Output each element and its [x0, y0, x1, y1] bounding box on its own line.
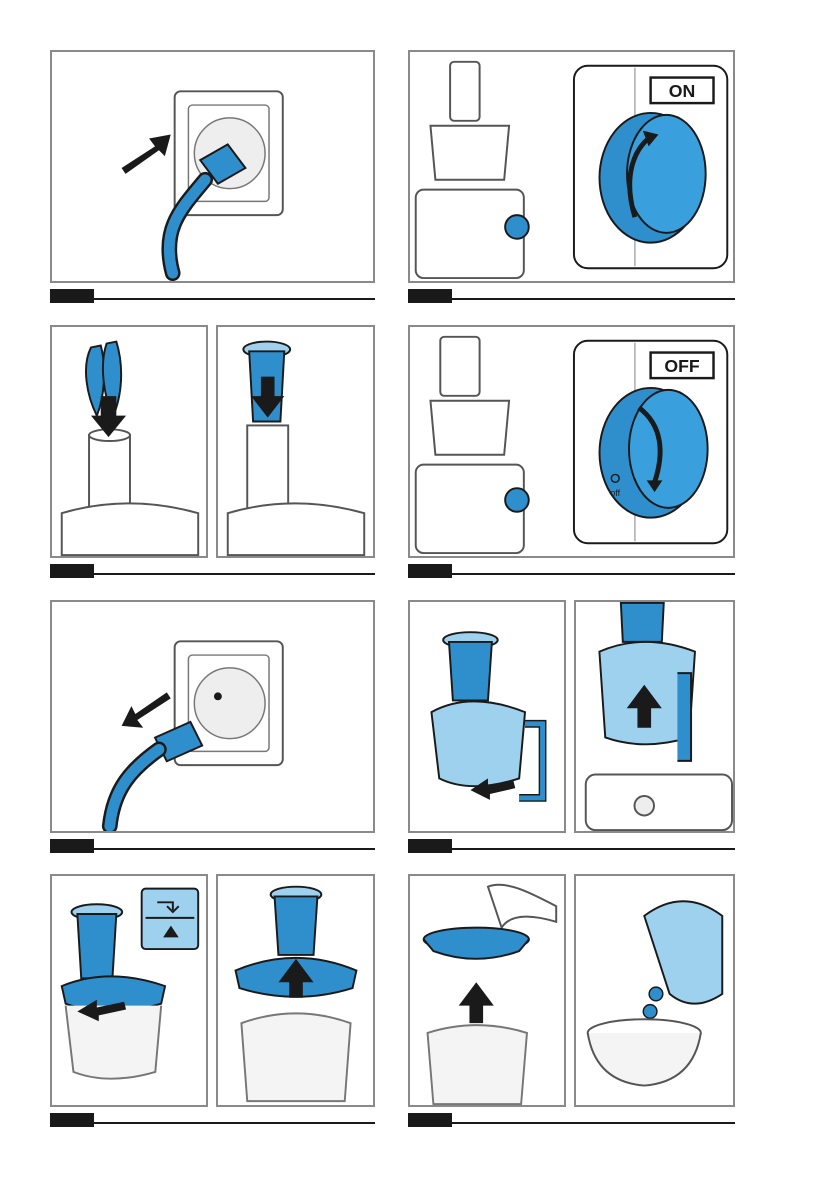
step-rule: [94, 573, 375, 575]
on-label: ON: [669, 81, 696, 101]
insert-food-pusher-icon: [52, 327, 206, 556]
step-marker: [50, 839, 94, 853]
remove-lid-icon: [52, 876, 206, 1105]
step-rule: [94, 848, 375, 850]
food-pusher-icon: [218, 327, 373, 556]
panel-empty-bowl: [574, 874, 735, 1107]
step-rule: [452, 573, 735, 575]
step-marker: [408, 839, 452, 853]
panel-insert-food-left: [50, 325, 208, 558]
lift-lid-icon: [218, 876, 373, 1105]
plug-into-socket-icon: [52, 52, 373, 281]
panel-remove-bowl-left: [408, 600, 566, 833]
panel-insert-food-right: [216, 325, 375, 558]
step-rule: [452, 298, 735, 300]
panel-remove-disc: [408, 874, 566, 1107]
dial-turn-off-icon: off OFF: [410, 327, 733, 556]
panel-switch-on: ON: [408, 50, 735, 283]
unplug-from-socket-icon: [52, 602, 373, 831]
step-marker: [408, 1113, 452, 1127]
remove-bowl-icon: [410, 602, 564, 831]
step-marker: [50, 564, 94, 578]
panel-remove-bowl-right: [574, 600, 735, 833]
step-rule: [94, 298, 375, 300]
step-rule: [94, 1122, 375, 1124]
dial-turn-on-icon: ON: [410, 52, 733, 281]
panel-remove-lid-left: [50, 874, 208, 1107]
panel-plug-in: [50, 50, 375, 283]
dial-off-text: off: [610, 488, 620, 498]
lift-bowl-icon: [576, 602, 733, 831]
panel-switch-off: off OFF: [408, 325, 735, 558]
off-label: OFF: [664, 356, 700, 376]
step-marker: [408, 289, 452, 303]
step-marker: [50, 1113, 94, 1127]
remove-disc-and-empty-bowl-icon: [410, 876, 564, 1105]
step-rule: [452, 848, 735, 850]
pour-into-bowl-icon: [576, 876, 733, 1105]
step-rule: [452, 1122, 735, 1124]
panel-unplug: [50, 600, 375, 833]
step-marker: [50, 289, 94, 303]
step-marker: [408, 564, 452, 578]
panel-remove-lid-right: [216, 874, 375, 1107]
